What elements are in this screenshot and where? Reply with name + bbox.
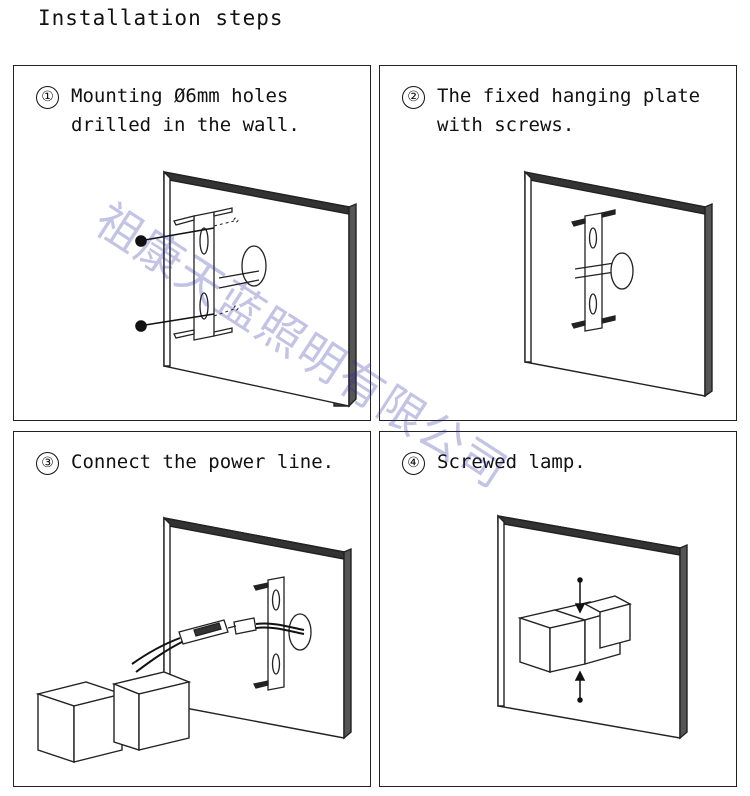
step-3-number: ③ <box>36 452 59 475</box>
screws <box>574 252 634 290</box>
wall-panel <box>163 170 357 408</box>
step-3-caption: ③ Connect the power line. <box>36 448 334 477</box>
mounting-arrows <box>574 577 586 703</box>
lamp <box>35 671 192 763</box>
step-1-panel: ① Mounting Ø6mm holes drilled in the wal… <box>13 65 371 421</box>
step-3-panel: ③ Connect the power line. <box>13 431 371 787</box>
wall-anchor <box>288 613 312 651</box>
step-2-line-1: The fixed hanging plate <box>437 85 701 107</box>
step-1-line-1: Mounting Ø6mm holes <box>71 85 289 107</box>
step-1-illustration <box>135 170 357 408</box>
step-4-caption: ④ Screwed lamp. <box>402 448 586 477</box>
wall-anchor <box>218 245 267 289</box>
step-1-line-2: drilled in the wall. <box>71 114 300 136</box>
drill-holes <box>213 217 239 317</box>
step-2-line-2: with screws. <box>437 114 575 136</box>
lamp <box>517 595 632 673</box>
hanging-plate <box>173 207 233 341</box>
screws <box>135 227 215 332</box>
step-2-number: ② <box>402 86 425 109</box>
step-4-illustration <box>497 514 688 740</box>
hanging-plate <box>253 576 285 691</box>
step-4-panel: ④ Screwed lamp. <box>379 431 737 787</box>
power-cable <box>131 622 305 673</box>
hanging-plate <box>571 209 616 332</box>
step-1-number: ① <box>36 86 59 109</box>
step-2-illustration <box>524 170 713 398</box>
step-2-panel: ② The fixed hanging plate with screws. <box>379 65 737 421</box>
step-1-caption: ① Mounting Ø6mm holes drilled in the wal… <box>36 82 300 140</box>
step-3-illustration <box>35 516 352 763</box>
power-driver <box>178 617 257 645</box>
step-3-line-1: Connect the power line. <box>71 451 335 473</box>
step-2-caption: ② The fixed hanging plate with screws. <box>402 82 700 140</box>
page-title: Installation steps <box>38 6 284 30</box>
step-4-line-1: Screwed lamp. <box>437 451 586 473</box>
step-4-number: ④ <box>402 452 425 475</box>
